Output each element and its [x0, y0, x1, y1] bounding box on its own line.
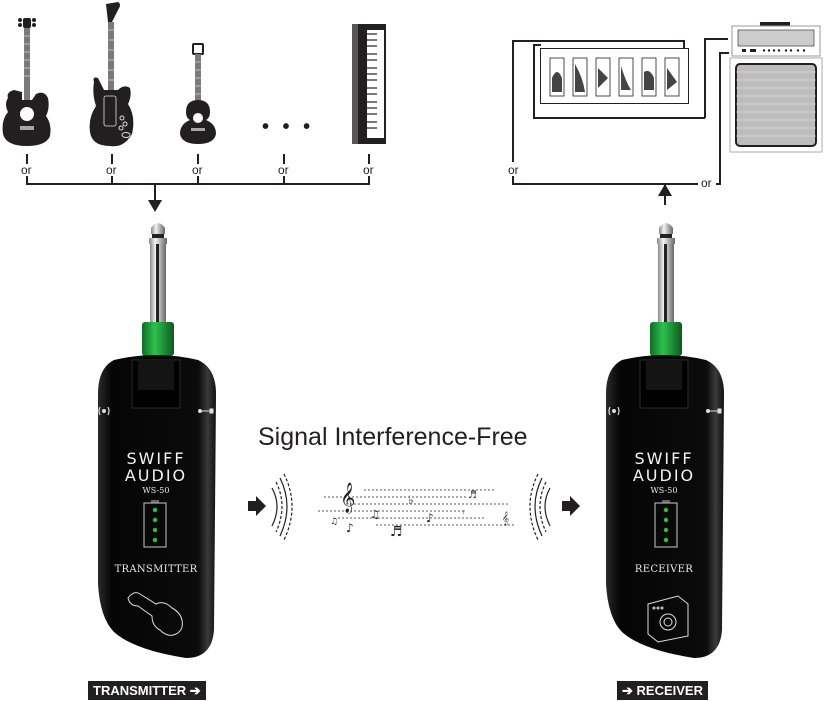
usb-icon	[706, 408, 722, 414]
diagram-title: Signal Interference-Free	[258, 423, 528, 451]
svg-text:♪: ♪	[346, 521, 354, 535]
device-label: RECEIVER	[634, 564, 694, 575]
transmitter-body	[98, 355, 216, 658]
wireless-icon	[98, 406, 110, 416]
model-number: WS-50	[650, 486, 678, 495]
music-notes-icon: 𝄞 ♭ ♬ ♫ ♪ 𝄾 𝄞 ♫ ♪ ♬	[330, 482, 509, 540]
brand-line2: AUDIO	[632, 466, 696, 485]
keyboard-icon	[352, 24, 386, 144]
amplifier-icon	[729, 22, 823, 153]
more-instruments-ellipsis: • • •	[262, 116, 315, 138]
amp-outline-icon	[647, 595, 689, 643]
radio-waves-icon	[529, 473, 551, 541]
brand-line1: SWIFF	[634, 449, 694, 468]
receive-arrow-icon	[562, 496, 580, 516]
or-label: or	[277, 163, 290, 177]
brand-line2: AUDIO	[124, 466, 188, 485]
usb-icon	[198, 408, 214, 414]
device-label: TRANSMITTER	[114, 564, 198, 575]
model-number: WS-50	[142, 486, 170, 495]
or-label: or	[507, 163, 520, 177]
electric-guitar-icon	[89, 2, 134, 147]
svg-text:𝄞: 𝄞	[502, 511, 509, 525]
svg-text:♭: ♭	[408, 493, 414, 507]
arrow-down-icon	[148, 200, 162, 212]
or-label: or	[105, 163, 118, 177]
receiver-device: SWIFF AUDIO WS-50 RECEIVER	[602, 354, 726, 660]
battery-indicator	[654, 500, 678, 548]
transmitter-device: SWIFF AUDIO WS-50 TRANSMITTER	[94, 354, 218, 660]
or-label: or	[20, 163, 33, 177]
signal-transmission-graphic: 𝄞 ♭ ♬ ♫ ♪ 𝄾 𝄞 ♫ ♪ ♬	[248, 473, 580, 541]
svg-text:♬: ♬	[390, 524, 403, 540]
svg-text:♫: ♫	[330, 517, 338, 527]
receiver-tag: ➔ RECEIVER	[617, 681, 708, 700]
or-label: or	[362, 163, 375, 177]
svg-text:𝄞: 𝄞	[340, 482, 355, 514]
svg-text:𝄾: 𝄾	[462, 506, 465, 519]
guitar-outline-icon	[127, 592, 183, 636]
send-arrow-icon	[248, 496, 266, 516]
brand-line1: SWIFF	[126, 449, 186, 468]
transmitter-jack-plug	[142, 223, 174, 356]
arrow-up-icon	[658, 184, 672, 196]
transmitter-tag: TRANSMITTER ➔	[88, 681, 206, 700]
receiver-body	[606, 355, 724, 658]
or-label: or	[700, 176, 713, 190]
wireless-icon	[608, 406, 620, 416]
svg-text:♬: ♬	[468, 490, 477, 501]
svg-text:♪: ♪	[426, 511, 434, 525]
acoustic-guitar-icon	[2, 18, 51, 146]
ukulele-icon	[180, 43, 216, 144]
receiver-jack-plug	[650, 223, 682, 356]
or-label: or	[191, 163, 204, 177]
pedalboard-icon	[540, 48, 689, 104]
radio-waves-icon	[271, 473, 293, 541]
svg-text:♫: ♫	[370, 508, 380, 521]
battery-indicator	[143, 500, 167, 548]
